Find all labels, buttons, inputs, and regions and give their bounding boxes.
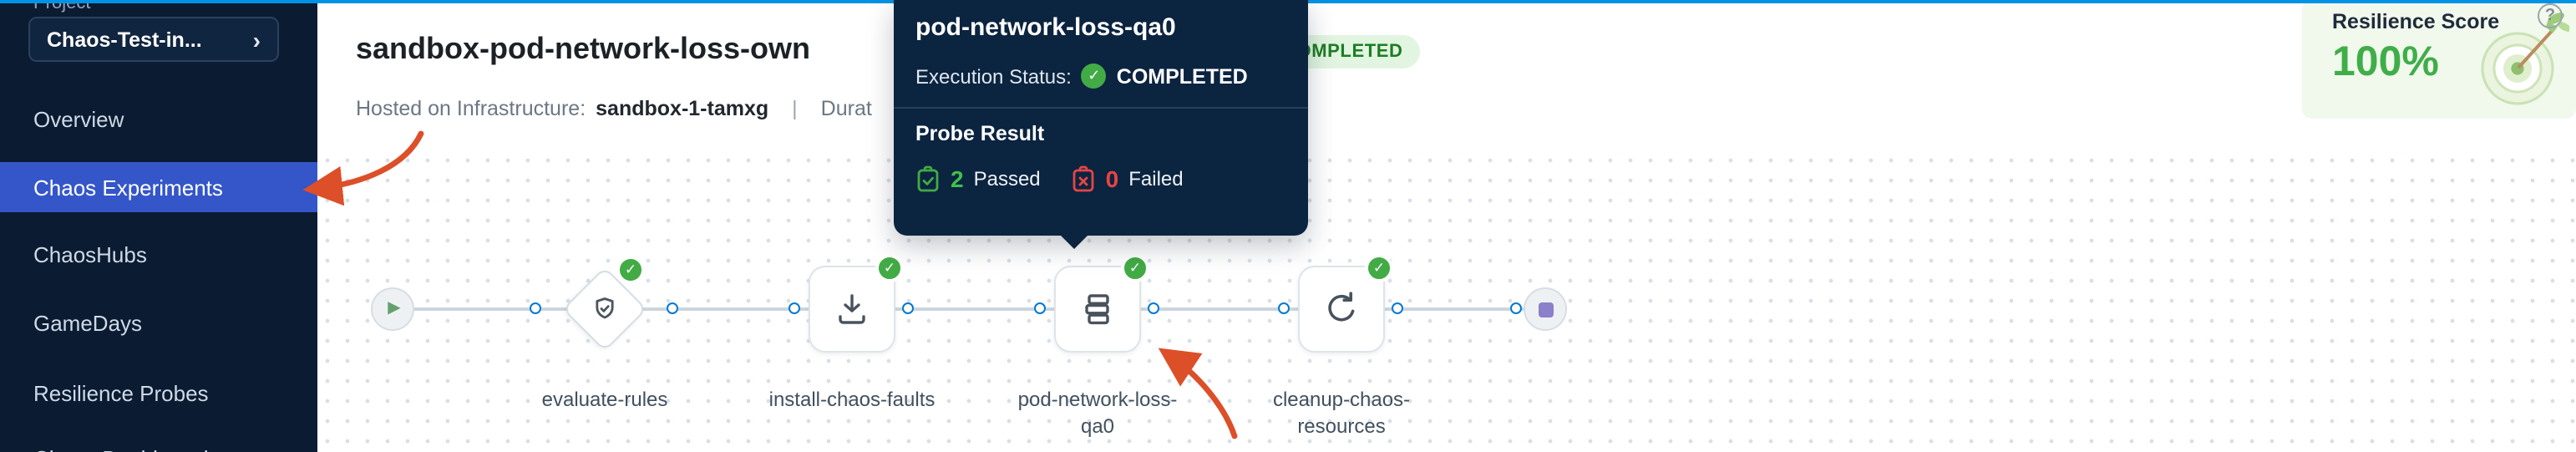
connector-dot [667, 302, 678, 314]
tooltip-title: pod-network-loss-qa0 [915, 13, 1176, 42]
success-check-badge: ✓ [875, 254, 904, 282]
failed-probes-icon [1072, 165, 1094, 192]
sidebar-item-chaos-dashboards[interactable]: Chaos Dashboards [0, 433, 317, 452]
stop-icon [1538, 302, 1553, 317]
sidebar-item-chaos-experiments[interactable]: Chaos Experiments [0, 162, 317, 212]
execution-status-value: COMPLETED [1116, 64, 1248, 88]
pipeline-node-pod-network-loss-qa0[interactable]: ✓ [1054, 254, 1149, 353]
passed-probes-icon [917, 165, 939, 192]
connector-dot [1392, 302, 1403, 314]
target-dart-illustration [2481, 13, 2569, 105]
pipeline-end-node[interactable] [1524, 287, 1567, 331]
sidebar-item-resilience-probes[interactable]: Resilience Probes [0, 368, 317, 418]
connector-dot [530, 302, 541, 314]
sidebar-item-label: Overview [33, 106, 124, 131]
resilience-score-value: 100% [2332, 38, 2439, 85]
probe-result-counts: 2 Passed 0 Failed [915, 165, 1204, 192]
node-label-evaluate-rules: evaluate-rules [541, 388, 668, 411]
meta-separator: | [792, 97, 798, 120]
probe-result-heading: Probe Result [915, 122, 1045, 145]
resilience-score-card: Resilience Score 100% [2302, 0, 2576, 119]
probe-result-tooltip: pod-network-loss-qa0 Execution Status: ✓… [894, 0, 1308, 249]
resilience-score-label: Resilience Score [2332, 10, 2500, 33]
connector-dot [1034, 302, 1046, 314]
infra-value[interactable]: sandbox-1-tamxg [596, 97, 769, 120]
tooltip-divider [894, 107, 1308, 109]
node-label-pod-network-loss-qa0: pod-network-loss-qa0 [1017, 388, 1178, 439]
node-label-cleanup-chaos-resources: cleanup-chaos-resources [1272, 388, 1411, 439]
passed-label: Passed [973, 167, 1041, 190]
pipeline-node-cleanup-chaos-resources[interactable]: ✓ [1298, 254, 1393, 353]
experiment-title: sandbox-pod-network-loss-own [356, 32, 810, 65]
connector-dot [789, 302, 800, 314]
success-check-badge: ✓ [616, 256, 645, 284]
connector-dot [1278, 302, 1290, 314]
connector-dot [1510, 302, 1522, 314]
duration-label: Durat [820, 97, 872, 120]
pipeline-connector-line [414, 307, 1524, 310]
download-icon [839, 294, 865, 324]
sidebar-item-label: ChaosHubs [33, 241, 147, 267]
pipeline-canvas [317, 150, 2576, 452]
refresh-icon [1328, 292, 1355, 322]
node-label-install-chaos-faults: install-chaos-faults [768, 388, 936, 411]
infra-label: Hosted on Infrastructure: [356, 97, 586, 120]
failed-count: 0 [1105, 165, 1119, 192]
success-check-badge: ✓ [1121, 254, 1149, 282]
failed-label: Failed [1128, 167, 1184, 190]
sidebar-item-label: GameDays [33, 310, 143, 335]
shield-check-icon [596, 297, 614, 319]
sidebar-item-chaoshubs[interactable]: ChaosHubs [0, 229, 317, 279]
success-check-badge: ✓ [1365, 254, 1393, 282]
help-icon[interactable]: ? [2538, 3, 2563, 28]
connector-dot [902, 302, 914, 314]
pipeline-start-node[interactable]: ▶ [371, 287, 414, 331]
sidebar-item-label: Chaos Dashboards [33, 445, 220, 452]
passed-count: 2 [951, 165, 964, 192]
experiment-meta: Hosted on Infrastructure: sandbox-1-tamx… [356, 97, 872, 120]
main-content: sandbox-pod-network-loss-own COMPLETED H… [317, 0, 2576, 452]
pipeline-node-evaluate-rules[interactable]: ✓ [562, 256, 647, 352]
tooltip-pointer [1061, 236, 1088, 249]
sidebar-item-gamedays[interactable]: GameDays [0, 297, 317, 348]
pipeline-node-install-chaos-faults[interactable]: ✓ [809, 254, 904, 353]
sidebar-item-label: Resilience Probes [33, 380, 209, 405]
execution-status-label: Execution Status: [915, 64, 1072, 88]
manifest-stack-icon [1085, 294, 1109, 325]
connector-dot [1148, 302, 1159, 314]
play-icon: ▶ [388, 299, 401, 317]
sidebar-item-label: Chaos Experiments [33, 175, 223, 200]
project-selector-value: Chaos-Test-in... [47, 28, 202, 51]
check-circle-icon: ✓ [1081, 63, 1107, 89]
execution-status-row: Execution Status: ✓ COMPLETED [915, 63, 1248, 89]
chevron-right-icon: › [252, 26, 261, 53]
project-label: Project [33, 0, 91, 13]
project-selector[interactable]: Chaos-Test-in... › [28, 17, 279, 62]
sidebar-item-overview[interactable]: Overview [0, 94, 317, 144]
sidebar: Project Chaos-Test-in... › Overview Chao… [0, 0, 317, 452]
